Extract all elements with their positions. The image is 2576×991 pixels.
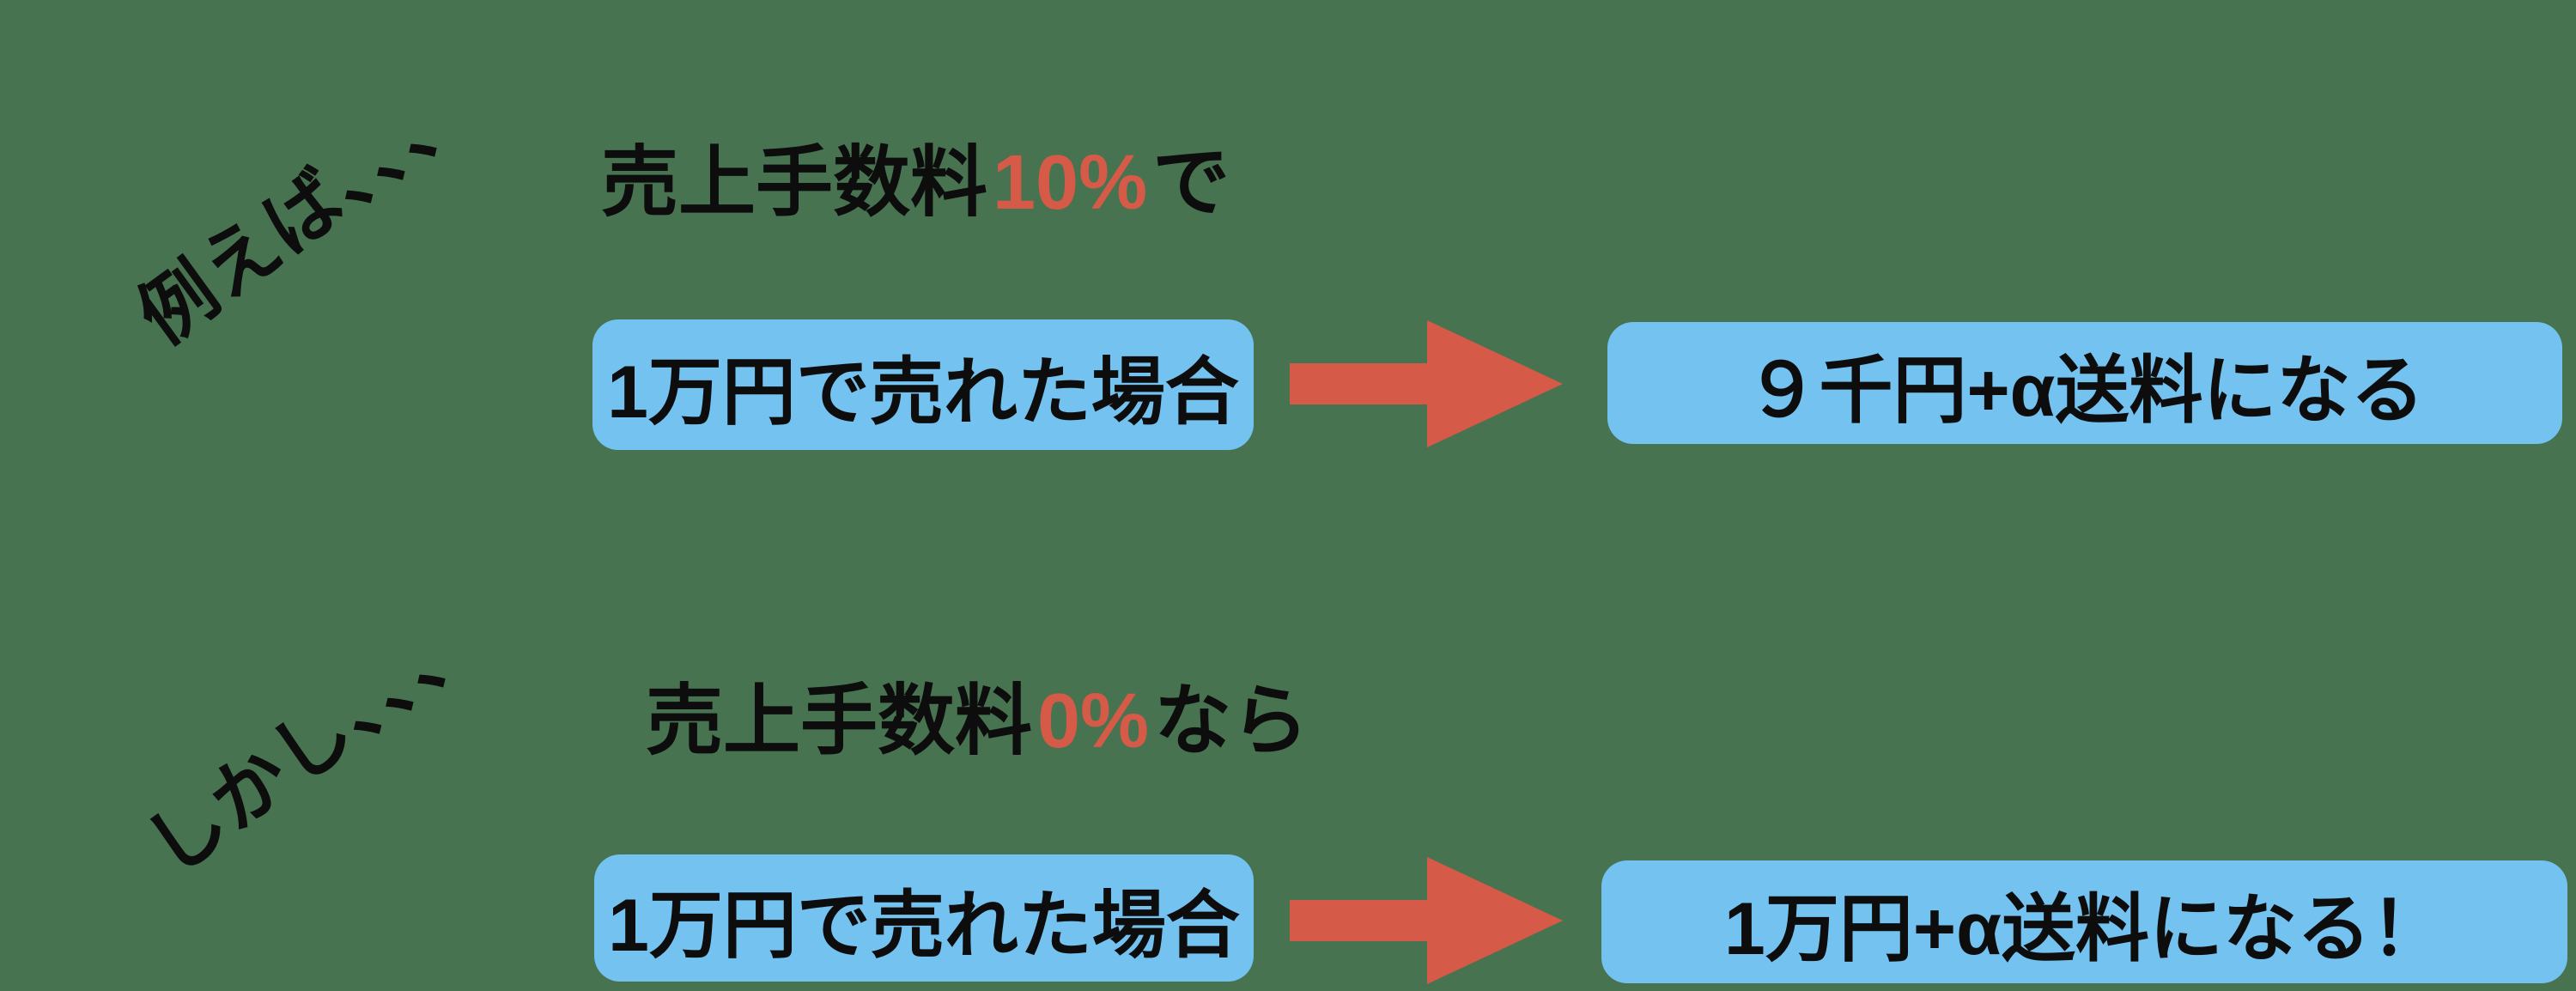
arrow-head <box>1427 320 1563 447</box>
arrow-head <box>1427 857 1563 984</box>
fee-caption-prefix: 売上手数料 <box>646 678 1032 764</box>
result-box-row1: ９千円+α送料になる <box>1607 322 2562 444</box>
rotated-label-for-example: 例えば、、、 <box>123 63 487 361</box>
condition-box-row2: 1万円で売れた場合 <box>594 854 1254 982</box>
fee-caption-suffix: で <box>1152 140 1230 226</box>
fee-rate-highlight: 10% <box>993 140 1148 226</box>
fee-rate-caption-row2: 売上手数料0%なら <box>646 683 1309 760</box>
fee-rate-highlight: 0% <box>1037 678 1150 764</box>
result-box-row2: 1万円+α送料になる！ <box>1601 860 2567 983</box>
fee-rate-caption-row1: 売上手数料10%で <box>601 144 1230 222</box>
arrow-shaft <box>1290 900 1427 941</box>
fee-caption-prefix: 売上手数料 <box>601 140 987 226</box>
arrow-right-icon <box>1290 857 1563 984</box>
rotated-label-however: しかし、、、 <box>131 593 495 891</box>
arrow-right-icon <box>1290 320 1563 447</box>
condition-box-row1: 1万円で売れた場合 <box>592 319 1254 450</box>
fee-caption-suffix: なら <box>1154 678 1309 764</box>
arrow-shaft <box>1290 363 1427 404</box>
